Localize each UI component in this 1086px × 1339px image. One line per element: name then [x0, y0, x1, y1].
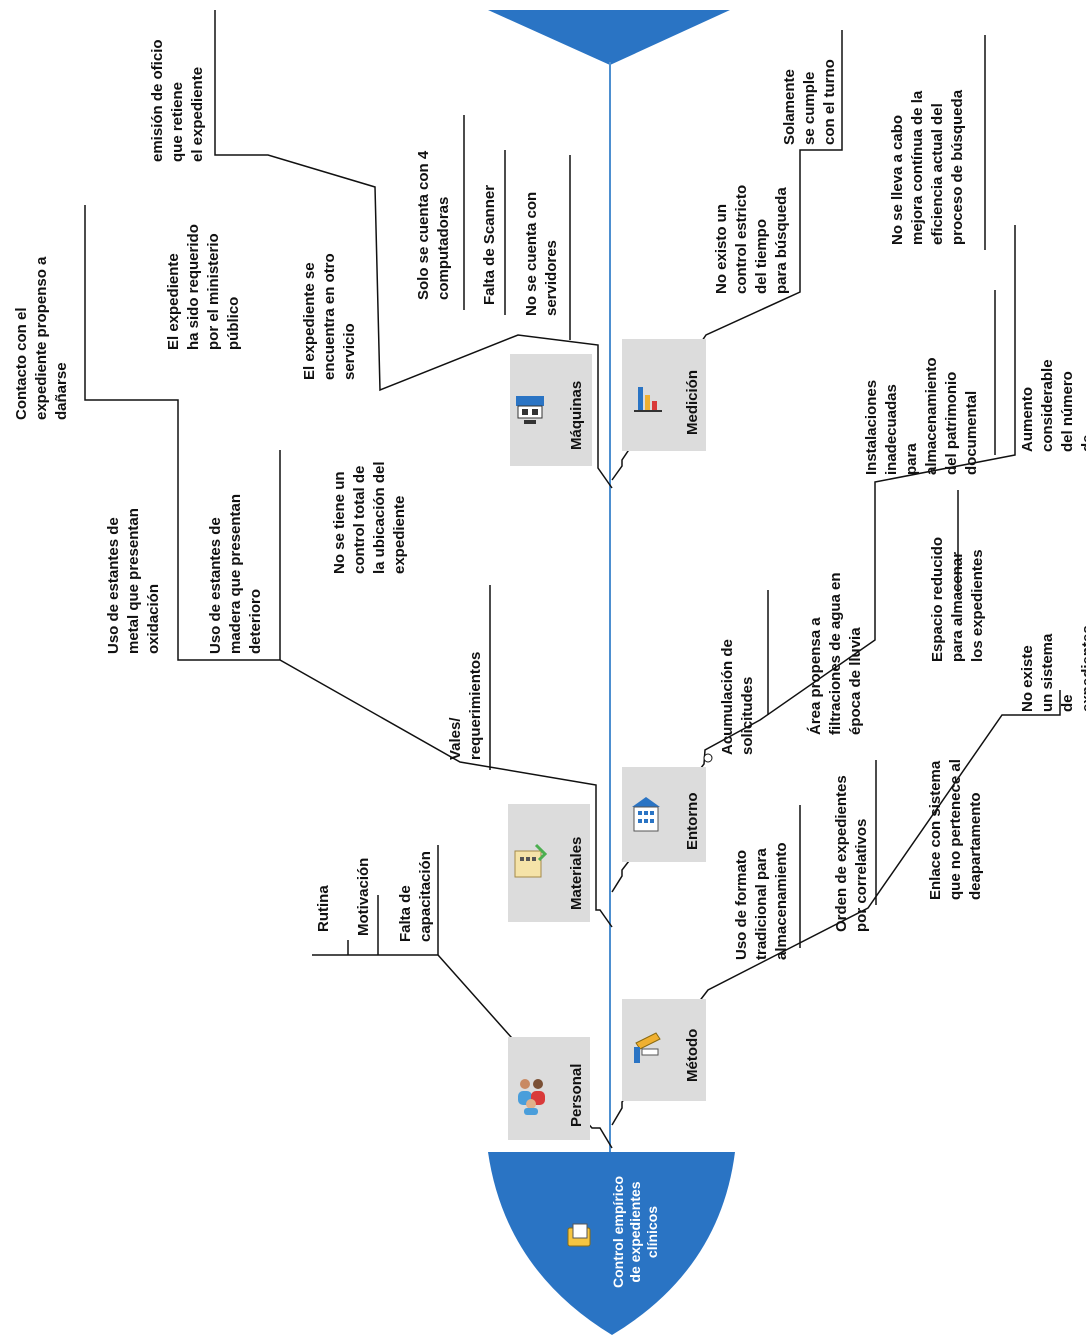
- cause-personal-2: Motivación: [355, 857, 372, 936]
- cause-materiales-3: Uso de estantes de madera que presentan …: [207, 493, 264, 654]
- cause-medicion-2: Solamente se cumple con el turno: [781, 59, 838, 145]
- cause-entorno-3: Espacio reducido para almacenar los expe…: [929, 536, 986, 662]
- building-icon: [632, 797, 660, 832]
- category-label-metodo: Método: [684, 1028, 701, 1082]
- cause-maquinas-6: emisión de oficio que retiene el expedie…: [149, 39, 206, 162]
- effect-label: Control empírico de expedientes clínicos: [610, 1176, 660, 1289]
- bone-entorno: [611, 225, 1016, 893]
- cause-medicion-1: No existo un control estricto del tiempo…: [713, 184, 790, 294]
- bone-metodo: [611, 690, 1061, 1126]
- category-label-personal: Personal: [568, 1063, 585, 1127]
- cause-personal-1: Rutina: [315, 885, 332, 932]
- cause-materiales-4: Uso de estantes de metal que presentan o…: [105, 508, 162, 654]
- bar-chart-icon: [634, 387, 662, 412]
- effect-head: [488, 1152, 735, 1335]
- people-icon: [518, 1079, 545, 1115]
- cause-entorno-1: Acumulación de solicitudes: [719, 639, 756, 755]
- category-label-maquinas: Máquinas: [568, 380, 585, 450]
- cause-personal-3: Falta de capacitación: [397, 851, 434, 942]
- cause-materiales-1: Vales/ requerimientos: [447, 651, 484, 760]
- category-box-personal: [508, 1037, 590, 1140]
- cause-metodo-2: Orden de expedientes por correlativos: [833, 775, 870, 932]
- bone-maquinas: [214, 10, 613, 489]
- document-folder-icon: [567, 1223, 591, 1247]
- bone-medicion: [611, 30, 843, 481]
- cause-maquinas-1: No se cuenta con servidores: [523, 191, 560, 316]
- computer-icon: [516, 396, 544, 424]
- cause-maquinas-3: Solo se cuenta con 4 computadoras: [415, 150, 452, 300]
- bone-materiales: [84, 205, 613, 928]
- category-label-medicion: Medición: [684, 369, 701, 435]
- cause-maquinas-4: El expediente se encuentra en otro servi…: [301, 253, 358, 380]
- cause-entorno-2: Área propensa a filtraciones de agua en …: [807, 572, 864, 735]
- cause-metodo-1: Uso de formato tradicional para almacena…: [733, 842, 790, 960]
- cause-entorno-4: No existe un sistema de expedientes elec…: [1019, 625, 1086, 712]
- bone-personal: [312, 954, 613, 1149]
- folder-box-icon: [514, 843, 548, 878]
- cause-entorno-6: Aumento considerable del número de exped…: [1019, 359, 1086, 452]
- cause-metodo-3: Enlace con sistema que no pertenece al d…: [927, 759, 984, 900]
- tail-fin: [488, 10, 730, 65]
- cause-materiales-5: Contacto con el expediente propenso a da…: [13, 256, 70, 420]
- cause-materiales-2: No se tiene un control total de la ubica…: [331, 461, 408, 574]
- cause-medicion-3: No se lleva a cabo mejora contínua de la…: [889, 89, 966, 245]
- cause-maquinas-5: El expediente ha sido requerido por el m…: [165, 224, 242, 350]
- cause-maquinas-2: Falta de Scanner: [481, 184, 498, 305]
- cause-entorno-5: Instalaciones inadecuadas para almacenam…: [863, 357, 980, 475]
- books-icon: [634, 1032, 661, 1063]
- category-box-medicion: [622, 339, 706, 451]
- category-label-materiales: Materiales: [568, 836, 585, 910]
- category-label-entorno: Entorno: [684, 792, 701, 851]
